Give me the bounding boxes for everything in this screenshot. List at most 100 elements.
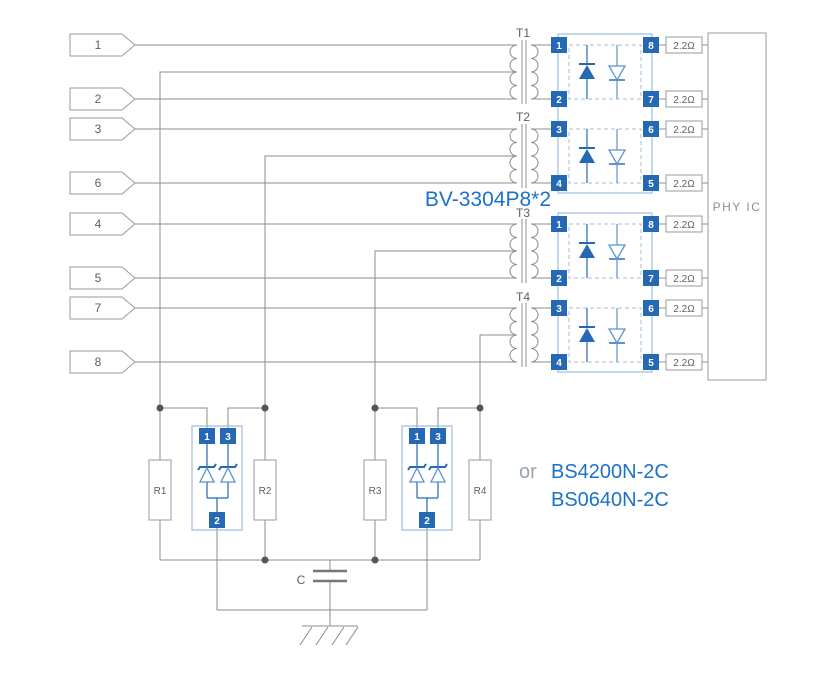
- pin-number: 6: [648, 304, 654, 315]
- diode-reverse-icon: [607, 65, 627, 82]
- or-label: or: [519, 461, 537, 483]
- pin-number: 5: [648, 179, 654, 190]
- t3-core: [521, 219, 527, 283]
- resistor-value: 2.2Ω: [673, 220, 695, 231]
- transformer-t1: T1: [509, 26, 539, 104]
- resistor-body: [665, 120, 703, 138]
- block2-pin-right-5: [643, 354, 659, 370]
- resistor-r2: R2: [253, 459, 277, 521]
- resistor-label: R3: [369, 486, 382, 497]
- tvs2-pin-1: [409, 428, 425, 444]
- block2-pin-right-8: [643, 216, 659, 232]
- junction-dot: [476, 404, 484, 412]
- pin-label: 2: [95, 92, 102, 106]
- pin-number: 3: [556, 304, 562, 315]
- transformer-t2: T2: [509, 110, 539, 188]
- wires: [135, 44, 708, 626]
- transformer-t4: T4: [509, 290, 539, 367]
- pin-number: 4: [556, 358, 562, 369]
- diode-forward-icon: [579, 244, 595, 258]
- tvs-array-part-label: BV-3304P8*2: [425, 188, 551, 211]
- diode-forward-icon: [579, 149, 595, 163]
- resistor-r4: R4: [468, 459, 492, 521]
- pin-number: 4: [556, 179, 562, 190]
- resistor-value: 2.2Ω: [673, 125, 695, 136]
- tvs-internal-wires: [206, 444, 229, 512]
- tvs1-pin-3: [220, 428, 236, 444]
- zener-diode-icon: [198, 466, 216, 483]
- block1-outline: [557, 33, 653, 194]
- pin-label: 7: [95, 301, 102, 315]
- series-resistors: 2.2Ω 2.2Ω 2.2Ω 2.2Ω 2.2Ω 2.2Ω 2.2Ω 2.2Ω: [665, 36, 703, 371]
- junction-dot: [371, 404, 379, 412]
- pin-arrow-shape: [69, 87, 136, 111]
- pin-number: 1: [556, 220, 562, 231]
- pin-label: 5: [95, 271, 102, 285]
- bottom-tvs-2: 1 3 2: [401, 425, 453, 531]
- zener-diode-icon: [219, 466, 237, 483]
- t4-label: T4: [516, 290, 530, 304]
- phy-ic-label: PHY IC: [713, 200, 762, 214]
- zener-diode-icon: [408, 466, 426, 483]
- bob-smith-resistors: R1 R2 R3 R4: [148, 459, 492, 521]
- t1-secondary-coil: [530, 44, 539, 100]
- t2-core: [521, 124, 527, 188]
- block2-pin-right-6: [643, 300, 659, 316]
- series-resistor: 2.2Ω: [665, 90, 703, 108]
- pin-arrow-shape: [69, 266, 136, 290]
- resistor-value: 2.2Ω: [673, 41, 695, 52]
- resistor-label: R1: [154, 486, 167, 497]
- ground-network-wires: [159, 520, 481, 626]
- block2-pin-right-7: [643, 270, 659, 286]
- junction-dot: [261, 404, 269, 412]
- tvs1-pin-1: [199, 428, 215, 444]
- tvs-outline: [191, 425, 243, 531]
- series-resistor: 2.2Ω: [665, 215, 703, 233]
- t3-label: T3: [516, 206, 530, 220]
- t1-core: [521, 40, 527, 104]
- capacitor-plates: [313, 569, 347, 583]
- tvs-outline: [401, 425, 453, 531]
- resistor-body: [665, 36, 703, 54]
- pin-arrow-shape: [69, 171, 136, 195]
- pin-number: 5: [648, 358, 654, 369]
- tvs-part2-label: BS0640N-2C: [551, 489, 669, 511]
- tvs-branch-wires: [160, 407, 480, 428]
- pin-label: 3: [95, 122, 102, 136]
- pin-arrow-shape: [69, 212, 136, 236]
- tvs2-pin-2: [419, 512, 435, 528]
- diode-reverse-icon: [607, 328, 627, 345]
- resistor-value: 2.2Ω: [673, 95, 695, 106]
- pin-arrow-shape: [69, 350, 136, 374]
- diode-reverse-icon: [607, 244, 627, 261]
- pin-number: 2: [214, 516, 220, 527]
- block1-pin-left-2: [551, 91, 567, 107]
- block1-pair2-cell: [568, 128, 642, 184]
- resistor-value: 2.2Ω: [673, 304, 695, 315]
- block2-pin-left-1: [551, 216, 567, 232]
- phy-ic-box: [707, 32, 767, 381]
- phy-ic-block: PHY IC: [707, 32, 767, 381]
- diode-array-block-2: 1 2 3 4 8 7 6 5: [551, 212, 659, 373]
- input-pin-2: 2: [69, 87, 136, 111]
- input-pins: 1 2 3 6 4 5 7 8: [69, 33, 136, 374]
- resistor-body: [665, 269, 703, 287]
- chassis-ground-icon: [299, 625, 359, 646]
- diode-array-block-1: 1 2 3 4 8 7 6 5: [551, 33, 659, 194]
- pin-label: 8: [95, 355, 102, 369]
- block2-pin-left-4: [551, 354, 567, 370]
- resistor-body: [665, 353, 703, 371]
- resistor-value: 2.2Ω: [673, 358, 695, 369]
- junction-dot: [156, 404, 164, 412]
- transformer-to-array-wires: [531, 44, 551, 363]
- alternative-part-labels: or BS4200N-2C BS0640N-2C: [519, 461, 669, 511]
- t2-label: T2: [516, 110, 530, 124]
- resistor-body: [363, 459, 387, 521]
- junction-dots: [156, 404, 484, 564]
- pin-number: 2: [556, 274, 562, 285]
- tvs1-pin-2: [209, 512, 225, 528]
- tvs-part1-label: BS4200N-2C: [551, 461, 669, 483]
- pin-number: 7: [648, 95, 654, 106]
